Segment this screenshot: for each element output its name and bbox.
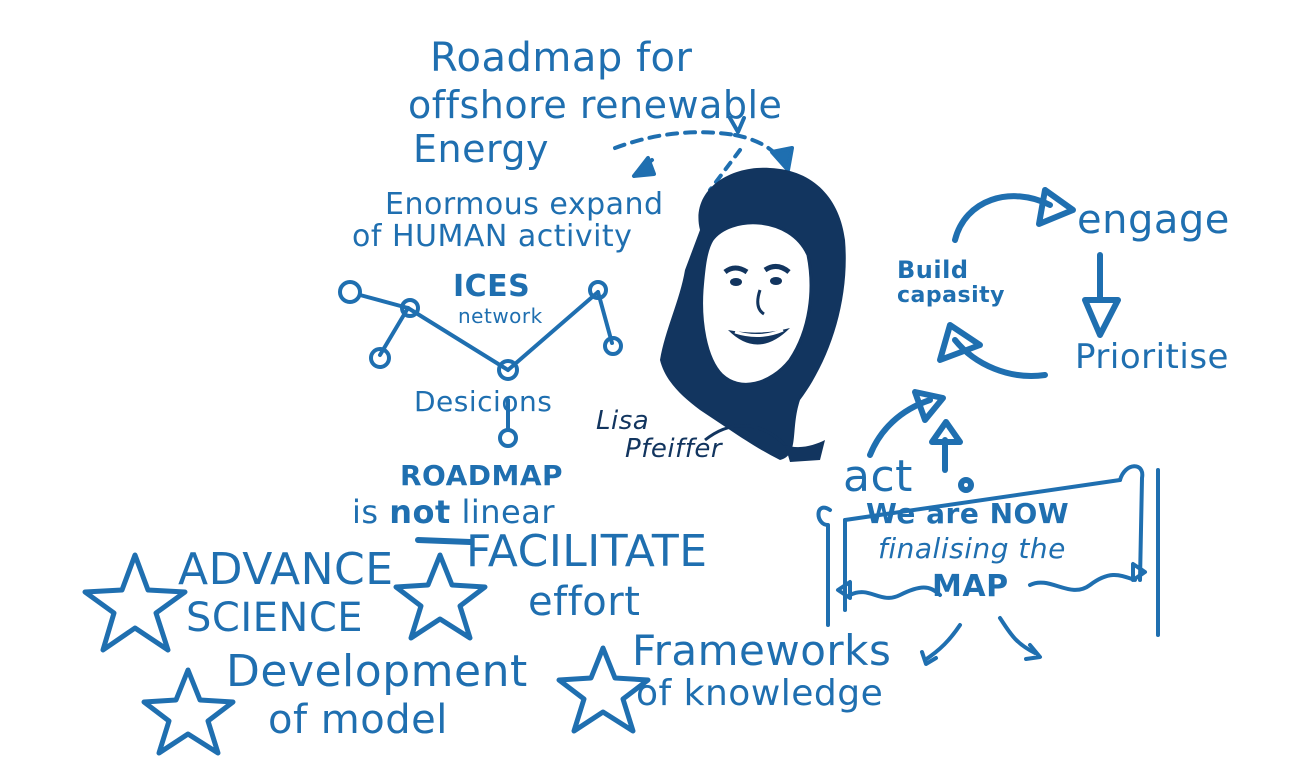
title-line-2: offshore renewable <box>408 83 783 127</box>
speaker-last-name: Pfeiffer <box>625 434 723 464</box>
decisions-label: Desicions <box>414 385 553 418</box>
cycle-build-line-2: capasity <box>897 283 1005 308</box>
title-line-3: Energy <box>413 127 550 171</box>
cycle-build-line-1: Build <box>897 256 969 284</box>
act-arrows-icon <box>867 389 974 493</box>
banner-line-3: MAP <box>932 569 1009 604</box>
portrait-icon <box>660 167 846 462</box>
goal-frameworks-line-1: Frameworks <box>632 626 892 675</box>
roadmap-note-is: is <box>352 493 390 531</box>
banner-line-2: finalising the <box>878 532 1066 565</box>
scroll-banner-icon <box>816 464 1160 666</box>
goal-facilitate-line-2: effort <box>528 579 641 625</box>
star-icon <box>393 552 488 641</box>
star-icon <box>82 552 188 653</box>
context-line-2: of HUMAN activity <box>352 219 633 254</box>
cycle-arrow-icon <box>937 187 1121 379</box>
goal-facilitate-line-1: FACILITATE <box>466 526 708 577</box>
context-line-1: Enormous expand <box>385 187 664 222</box>
speaker-first-name: Lisa <box>596 406 650 436</box>
roadmap-note-not: not <box>389 493 451 531</box>
title-line-1: Roadmap for <box>430 35 693 81</box>
ices-network-graph-icon <box>338 280 623 448</box>
goal-development-line-2: of model <box>268 697 448 743</box>
goal-advance-line-2: SCIENCE <box>186 595 364 641</box>
goal-frameworks-line-2: of knowledge <box>636 673 884 714</box>
title-dashed-arrows-icon <box>613 116 794 192</box>
not-underline <box>415 537 473 545</box>
roadmap-note-line-1: ROADMAP <box>400 459 564 492</box>
cycle-engage: engage <box>1077 197 1230 243</box>
roadmap-note-line-2: is not linear <box>352 496 555 528</box>
act-label: act <box>843 451 913 502</box>
banner-line-1: We are NOW <box>866 497 1070 530</box>
network-label-network: network <box>458 304 543 328</box>
network-label-ices: ICES <box>453 269 531 304</box>
star-icon <box>141 667 236 756</box>
cycle-prioritise: Prioritise <box>1075 337 1229 377</box>
goal-development-line-1: Development <box>226 646 528 697</box>
roadmap-note-linear: linear <box>450 493 555 531</box>
goal-advance-line-1: ADVANCE <box>178 544 394 595</box>
star-icon <box>556 645 651 734</box>
